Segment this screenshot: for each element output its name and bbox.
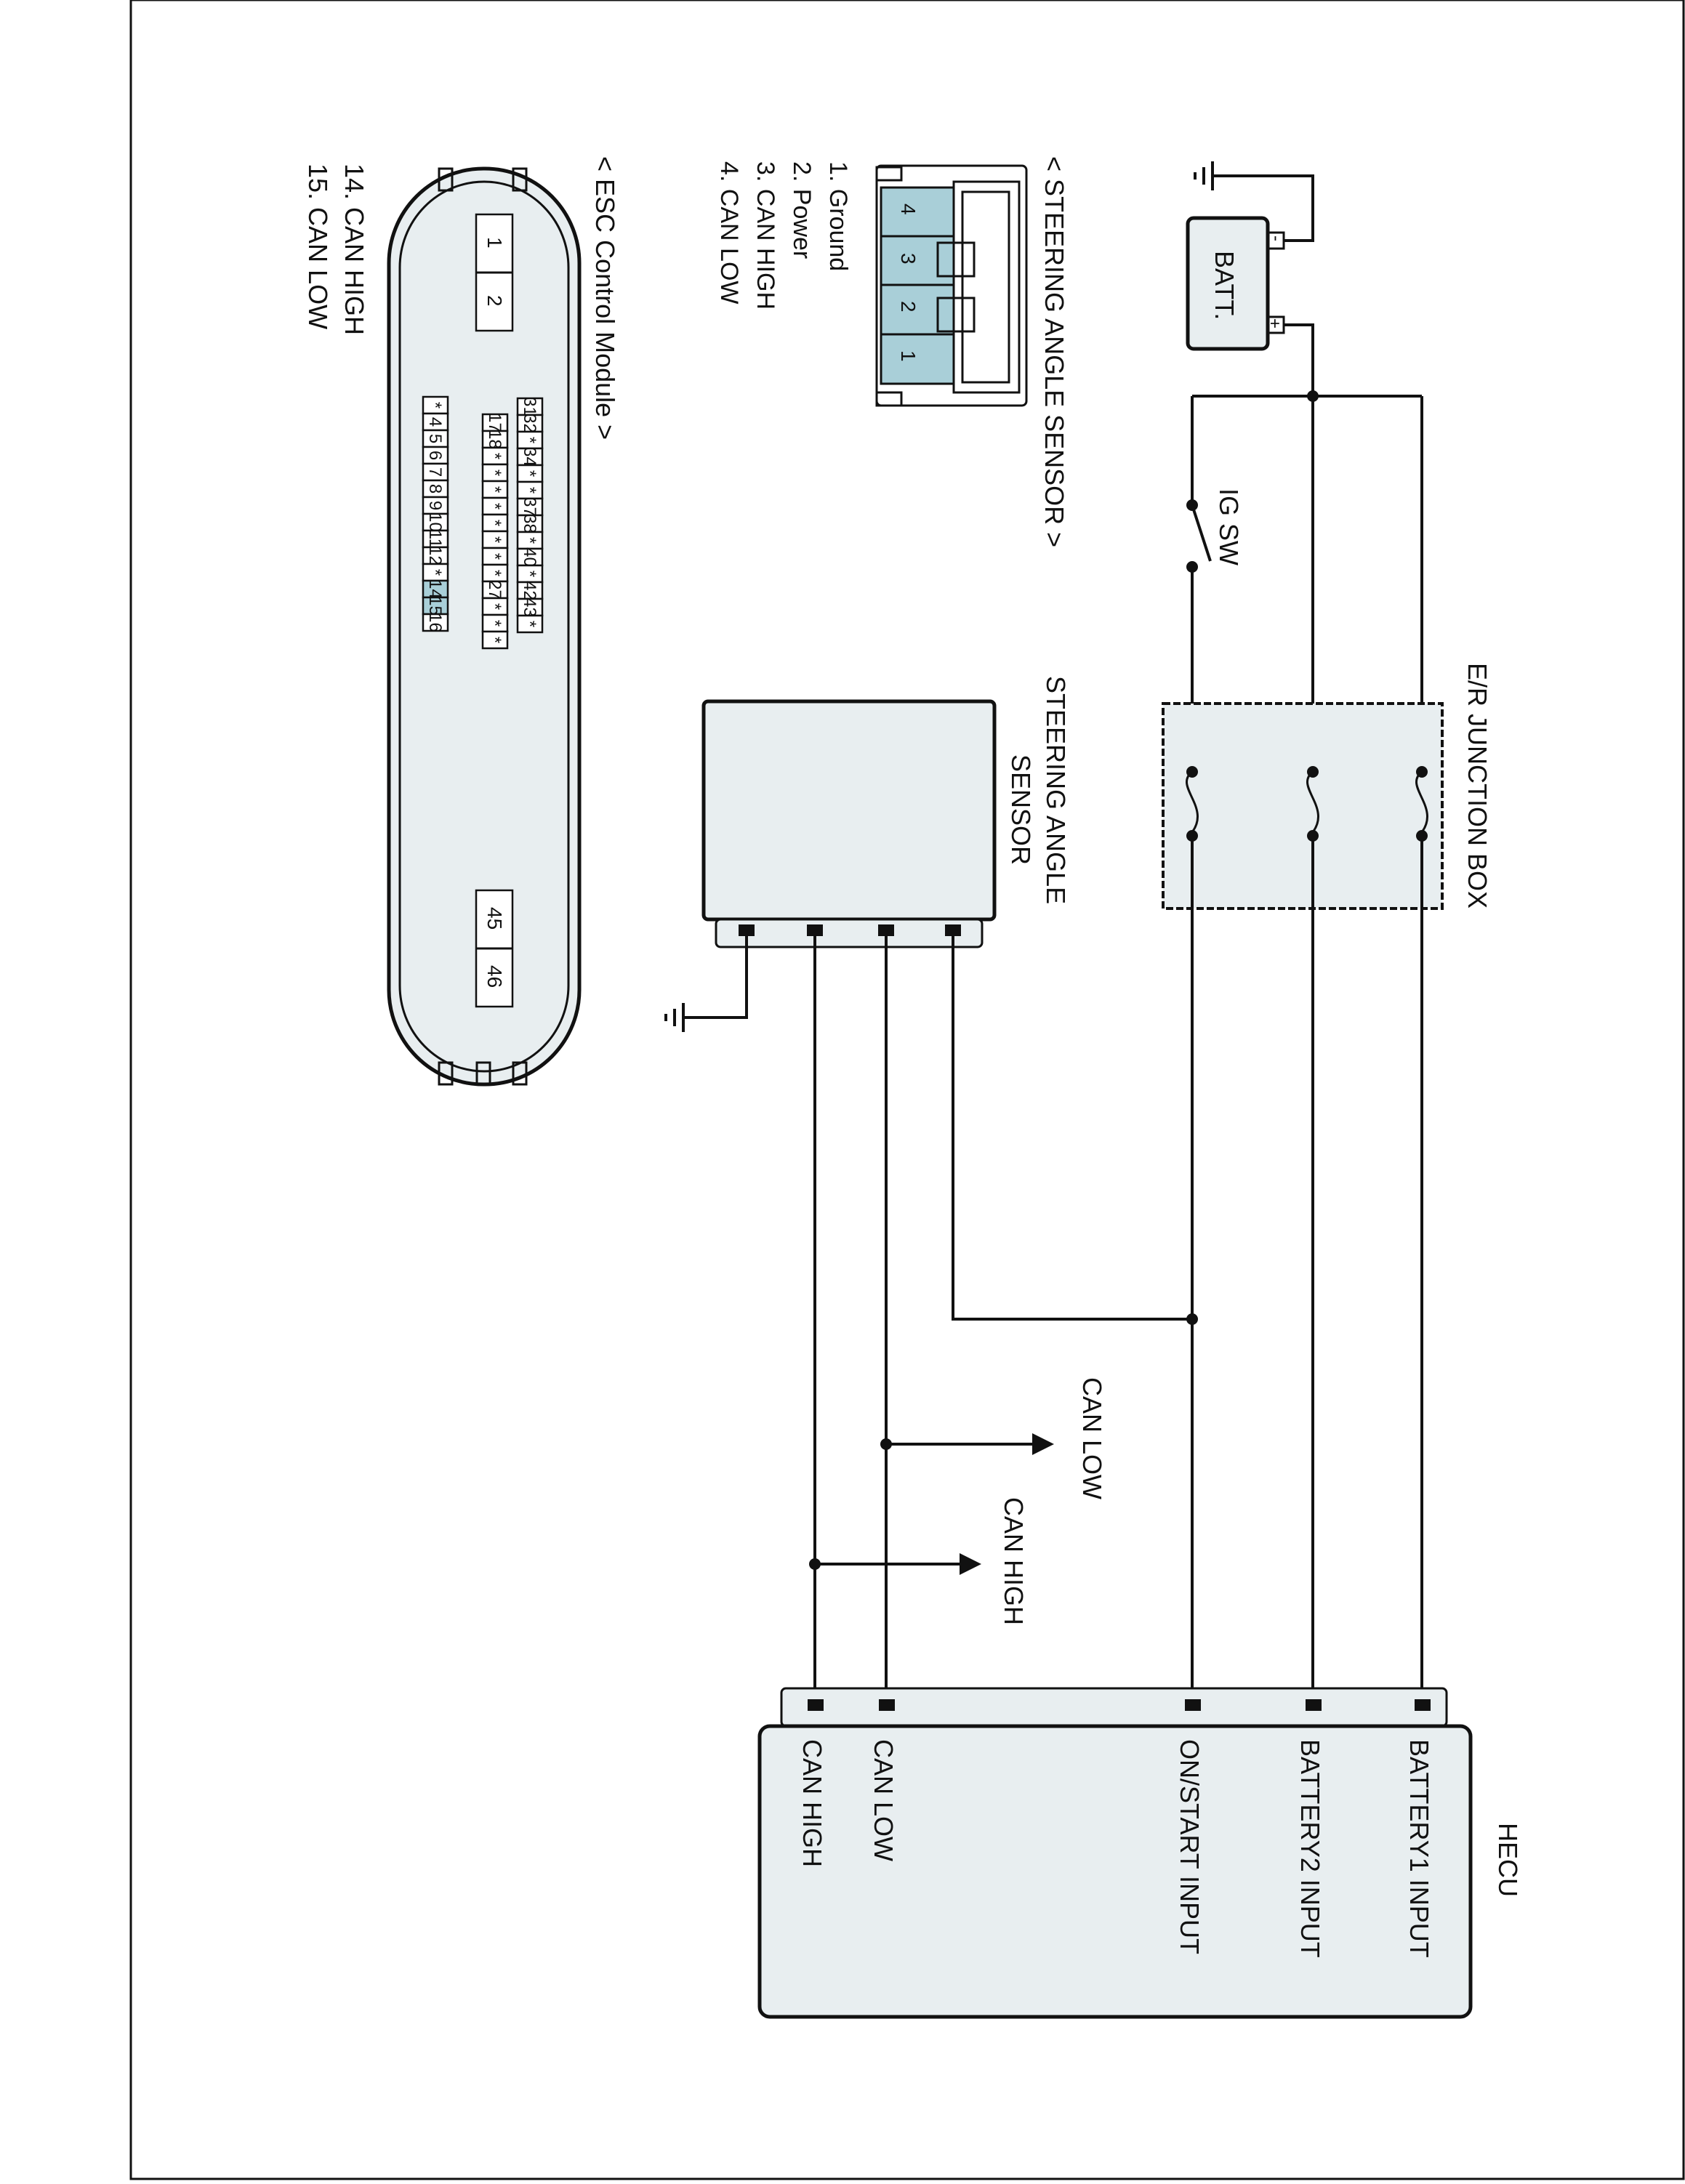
sensor-power-wire [952, 936, 1192, 1321]
esc-pin-label: * [520, 537, 539, 544]
esc-pin-label: 5 [425, 434, 445, 443]
ig-switch: IG SW [1186, 396, 1244, 778]
esc-pin-label: * [485, 486, 504, 493]
page-border [129, 0, 1685, 2180]
esc-pin-label: 16 [425, 613, 445, 632]
esc-pin-label: 11 [425, 530, 445, 548]
esc-pin-label: 31 [520, 397, 539, 416]
sensor-label-line2: SENSOR [1006, 754, 1036, 865]
esc-pin-label: * [520, 437, 539, 443]
esc-pin-label: * [520, 621, 539, 627]
esc-pin-label: * [485, 620, 504, 626]
esc-pin-label: * [520, 487, 539, 493]
sensor-conn-pin-4: 4 [897, 204, 920, 215]
esc-pin-label: 14 [425, 579, 445, 599]
hecu-pin-can-low: CAN LOW [869, 1739, 898, 1861]
esc-pin-label: * [520, 470, 539, 477]
fuse-battery2 [1306, 766, 1319, 842]
esc-pin-46: 46 [483, 965, 506, 988]
esc-pin-label: 6 [425, 451, 445, 460]
esc-pin-label: * [485, 453, 504, 459]
esc-pin-label: 7 [425, 467, 445, 477]
esc-pin-label: 34 [520, 447, 539, 467]
esc-pin-label: * [425, 569, 445, 576]
sensor-connector-title: < STEERING ANGLE SENSOR > [1039, 156, 1069, 547]
esc-pin-label: 40 [520, 547, 539, 567]
esc-pin-cell [481, 630, 509, 650]
sensor-power-junction [1186, 1313, 1198, 1325]
esc-pin-label: * [485, 553, 504, 560]
esc-pin-label: 8 [425, 484, 445, 493]
sensor-conn-pin-1: 1 [897, 350, 920, 362]
esc-pin-label: 12 [425, 546, 445, 565]
can-low-tap-label: CAN LOW [1077, 1377, 1107, 1499]
can-low-tap: CAN LOW [880, 1377, 1107, 1499]
junction-box: E/R JUNCTION BOX [1162, 663, 1492, 910]
esc-pin-label: 37 [520, 497, 539, 517]
esc-pin-2: 2 [483, 295, 506, 307]
can-high-tap: CAN HIGH [809, 1497, 1029, 1625]
hecu-pin-battery1: BATTERY1 INPUT [1404, 1739, 1434, 1958]
sensor-ground [664, 936, 748, 1032]
battery-minus: - [1266, 235, 1286, 241]
esc-pin-label: 17 [485, 413, 504, 432]
esc-pin-label: 4 [425, 417, 445, 427]
battery-ground [1194, 161, 1314, 242]
sensor-conn-pin-2: 2 [897, 301, 920, 313]
sensor-legend-1: 1. Ground [824, 161, 852, 271]
hecu-pin-battery2: BATTERY2 INPUT [1295, 1739, 1325, 1958]
esc-pin-label: 9 [425, 501, 445, 510]
esc-legend-14: 14. CAN HIGH [339, 164, 369, 335]
sensor-legend-2: 2. Power [788, 161, 816, 259]
esc-pin-label: 10 [425, 512, 445, 532]
battery-label: BATT. [1210, 251, 1239, 320]
esc-connector: 1 2 45 46 3132*34**3738*40*4243*1718****… [387, 166, 582, 1087]
esc-pin-label: 18 [485, 430, 504, 449]
esc-pin-label: 38 [520, 514, 539, 533]
sensor-legend-4: 4. CAN LOW [715, 161, 743, 304]
junction-box-label: E/R JUNCTION BOX [1463, 663, 1492, 908]
hecu: HECU BATTERY1 INPUT BATTERY2 INPUT ON/ST… [757, 1687, 1523, 2019]
hecu-label: HECU [1493, 1823, 1523, 1897]
ig-sw-label: IG SW [1214, 488, 1244, 565]
esc-pin-label: * [485, 570, 504, 576]
esc-pin-label: * [520, 571, 539, 577]
esc-pin-1: 1 [483, 237, 506, 249]
esc-pin-label: * [485, 503, 504, 509]
battery-positive-wire [1284, 323, 1314, 396]
esc-pin-cell [516, 614, 544, 634]
fuse-battery1 [1415, 766, 1428, 842]
esc-pin-label: * [485, 520, 504, 526]
esc-pin-45: 45 [483, 907, 506, 930]
sensor-connector: 4 3 2 1 [875, 164, 1028, 407]
esc-pin-label: * [485, 536, 504, 543]
battery: BATT. - + [1186, 216, 1286, 351]
esc-pin-label: 42 [520, 581, 539, 600]
steering-angle-sensor: STEERING ANGLE SENSOR [701, 676, 1071, 948]
esc-pin-label: * [485, 637, 504, 643]
hecu-pin-can-high: CAN HIGH [797, 1739, 827, 1867]
esc-pin-label: * [485, 603, 504, 610]
esc-pin-label: 32 [520, 414, 539, 433]
sensor-legend-3: 3. CAN HIGH [752, 161, 779, 310]
esc-pin-label: * [485, 470, 504, 476]
sensor-conn-pin-3: 3 [897, 253, 920, 265]
sensor-label-line1: STEERING ANGLE [1041, 676, 1071, 904]
esc-pin-label: * [425, 402, 445, 408]
battery-plus: + [1265, 318, 1284, 329]
esc-pin-cell [422, 613, 449, 632]
esc-legend-15: 15. CAN LOW [303, 164, 333, 329]
esc-pin-label: 27 [485, 580, 504, 600]
can-high-tap-label: CAN HIGH [999, 1497, 1029, 1625]
esc-pin-label: 15 [425, 596, 445, 616]
hecu-pin-on-start: ON/START INPUT [1175, 1739, 1205, 1954]
esc-pin-label: 43 [520, 597, 539, 617]
esc-module-title: < ESC Control Module > [590, 156, 620, 440]
